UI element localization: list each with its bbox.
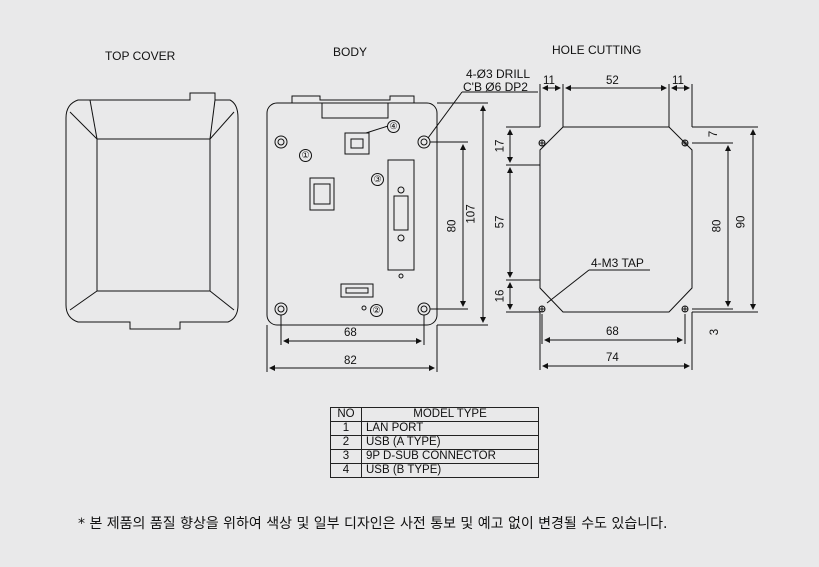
table-cell-type: 9P D-SUB CONNECTOR [361, 449, 539, 464]
hole-dim-57: 57 [494, 215, 507, 229]
hole-dim-11-left: 11 [543, 75, 555, 87]
body-dim-82: 82 [344, 355, 357, 367]
table-row: 3 9P D-SUB CONNECTOR [330, 449, 539, 464]
hole-dim-80: 80 [711, 219, 724, 233]
table-cell-type: LAN PORT [361, 421, 539, 436]
body-title: BODY [333, 45, 368, 59]
hole-dim-52: 52 [606, 75, 619, 87]
table-header-type: MODEL TYPE [361, 407, 539, 422]
hole-dim-68: 68 [606, 326, 619, 338]
body-dim-68: 68 [344, 327, 357, 339]
hole-dim-11-right: 11 [672, 75, 684, 87]
marker-4: ④ [387, 120, 400, 133]
hole-dim-16: 16 [494, 289, 507, 303]
table-cell-type: USB (A TYPE) [361, 435, 539, 450]
body-dim-80: 80 [446, 219, 459, 233]
hole-cutting-title: HOLE CUTTING [552, 43, 642, 57]
drill-callout-line1: 4-Ø3 DRILL [466, 67, 531, 81]
table-cell-no: 1 [330, 421, 362, 436]
table-cell-no: 3 [330, 449, 362, 464]
hole-dim-7: 7 [708, 130, 721, 138]
tap-callout: 4-M3 TAP [591, 256, 644, 270]
body-dim-107: 107 [465, 204, 478, 224]
body-outline [266, 91, 538, 372]
table-header-no: NO [330, 407, 362, 422]
hole-dim-74: 74 [606, 352, 619, 364]
model-type-table: NO MODEL TYPE 1 LAN PORT 2 USB (A TYPE) … [330, 407, 539, 478]
table-row: 4 USB (B TYPE) [330, 463, 539, 478]
hole-cutting-outline [506, 84, 758, 370]
table-cell-no: 4 [330, 463, 362, 478]
table-row: 1 LAN PORT [330, 421, 539, 436]
top-cover-outline [65, 92, 239, 330]
marker-1: ① [299, 149, 312, 162]
marker-2: ② [370, 304, 383, 317]
disclaimer-note: * 본 제품의 품질 향상을 위하여 색상 및 일부 디자인은 사전 통보 및 … [78, 516, 668, 532]
table-cell-type: USB (B TYPE) [361, 463, 539, 478]
marker-3: ③ [371, 173, 384, 186]
drill-callout-line2: C'B Ø6 DP2 [463, 80, 528, 94]
table-cell-no: 2 [330, 435, 362, 450]
top-cover-title: TOP COVER [105, 49, 176, 63]
table-row: 2 USB (A TYPE) [330, 435, 539, 450]
table-header-row: NO MODEL TYPE [330, 407, 539, 422]
hole-dim-90: 90 [735, 215, 748, 229]
hole-dim-17: 17 [494, 139, 507, 153]
hole-dim-3: 3 [709, 328, 722, 336]
